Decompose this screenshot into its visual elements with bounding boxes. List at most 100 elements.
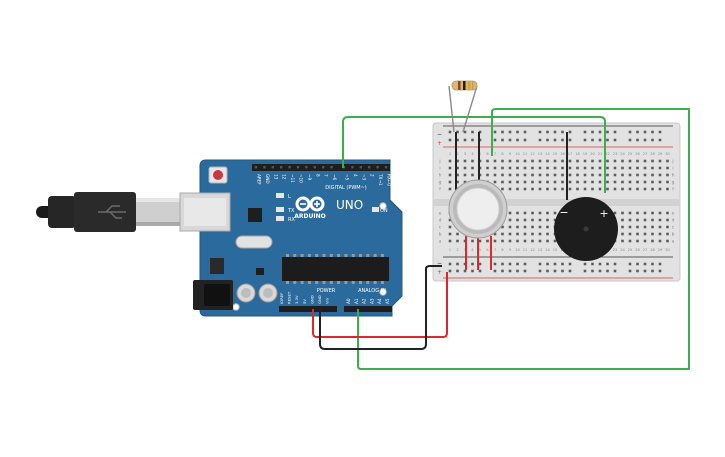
breadboard-hole[interactable] [628, 218, 632, 222]
breadboard-hole[interactable] [628, 173, 632, 177]
breadboard-hole[interactable] [598, 180, 602, 184]
rail-hole[interactable] [658, 269, 662, 273]
breadboard-hole[interactable] [651, 218, 654, 222]
breadboard-hole[interactable] [448, 180, 452, 184]
breadboard-hole[interactable] [456, 232, 459, 236]
piezo-buzzer[interactable]: − + [554, 197, 618, 261]
digital-pin[interactable] [330, 166, 333, 169]
breadboard-hole[interactable] [523, 225, 527, 229]
breadboard-hole[interactable] [456, 166, 459, 170]
breadboard-hole[interactable] [493, 166, 497, 170]
breadboard-hole[interactable] [658, 166, 662, 170]
breadboard-hole[interactable] [591, 187, 594, 191]
breadboard-hole[interactable] [621, 173, 624, 177]
usb-cable[interactable] [36, 192, 180, 232]
breadboard-hole[interactable] [636, 180, 639, 184]
breadboard-hole[interactable] [591, 166, 594, 170]
digital-pin[interactable] [359, 166, 362, 169]
rail-hole[interactable] [598, 262, 602, 266]
rail-hole[interactable] [553, 262, 557, 266]
breadboard-hole[interactable] [636, 173, 639, 177]
rail-hole[interactable] [643, 138, 647, 142]
breadboard-hole[interactable] [613, 173, 617, 177]
rail-hole[interactable] [448, 138, 452, 142]
rail-hole[interactable] [568, 262, 572, 266]
breadboard-hole[interactable] [456, 159, 459, 163]
rail-hole[interactable] [493, 262, 497, 266]
breadboard-hole[interactable] [598, 159, 602, 163]
breadboard-hole[interactable] [568, 180, 572, 184]
breadboard-hole[interactable] [508, 225, 512, 229]
rail-hole[interactable] [501, 262, 504, 266]
breadboard-hole[interactable] [553, 187, 557, 191]
breadboard-hole[interactable] [636, 166, 639, 170]
rail-hole[interactable] [538, 262, 542, 266]
breadboard-hole[interactable] [636, 232, 639, 236]
breadboard-hole[interactable] [448, 187, 452, 191]
breadboard-hole[interactable] [636, 187, 639, 191]
rail-hole[interactable] [516, 269, 519, 273]
rail-hole[interactable] [658, 262, 662, 266]
breadboard-hole[interactable] [516, 166, 519, 170]
rail-hole[interactable] [643, 262, 647, 266]
rail-hole[interactable] [508, 138, 512, 142]
breadboard-hole[interactable] [538, 218, 542, 222]
breadboard-hole[interactable] [546, 239, 549, 243]
breadboard-hole[interactable] [538, 225, 542, 229]
rail-hole[interactable] [448, 269, 452, 273]
rail-hole[interactable] [456, 138, 459, 142]
breadboard-hole[interactable] [553, 180, 557, 184]
breadboard-hole[interactable] [643, 218, 647, 222]
rail-hole[interactable] [538, 269, 542, 273]
breadboard-hole[interactable] [643, 225, 647, 229]
rail-hole[interactable] [636, 138, 639, 142]
breadboard-hole[interactable] [531, 225, 534, 229]
rail-hole[interactable] [493, 138, 497, 142]
rail-hole[interactable] [471, 130, 474, 134]
breadboard-hole[interactable] [501, 187, 504, 191]
rail-hole[interactable] [448, 262, 452, 266]
breadboard-hole[interactable] [523, 232, 527, 236]
rail-hole[interactable] [643, 269, 647, 273]
rail-hole[interactable] [516, 262, 519, 266]
rail-hole[interactable] [613, 262, 617, 266]
breadboard-hole[interactable] [628, 225, 632, 229]
rail-hole[interactable] [478, 262, 482, 266]
breadboard-hole[interactable] [448, 225, 452, 229]
breadboard-hole[interactable] [628, 211, 632, 215]
breadboard-hole[interactable] [546, 225, 549, 229]
breadboard-hole[interactable] [636, 159, 639, 163]
rail-hole[interactable] [478, 269, 482, 273]
rail-hole[interactable] [471, 138, 474, 142]
breadboard-hole[interactable] [546, 187, 549, 191]
digital-pin[interactable] [263, 166, 266, 169]
breadboard-hole[interactable] [621, 187, 624, 191]
breadboard-hole[interactable] [538, 211, 542, 215]
rail-hole[interactable] [628, 269, 632, 273]
breadboard-hole[interactable] [651, 225, 654, 229]
breadboard-hole[interactable] [553, 166, 557, 170]
rail-hole[interactable] [643, 130, 647, 134]
breadboard-hole[interactable] [666, 211, 669, 215]
breadboard-hole[interactable] [666, 239, 669, 243]
breadboard-hole[interactable] [456, 173, 459, 177]
breadboard-hole[interactable] [666, 225, 669, 229]
rail-hole[interactable] [658, 138, 662, 142]
breadboard-hole[interactable] [606, 166, 609, 170]
breadboard-hole[interactable] [553, 173, 557, 177]
green-wire[interactable] [342, 116, 452, 168]
breadboard-hole[interactable] [538, 180, 542, 184]
rail-hole[interactable] [606, 130, 609, 134]
breadboard-hole[interactable] [493, 239, 497, 243]
breadboard-hole[interactable] [561, 173, 564, 177]
breadboard-hole[interactable] [531, 187, 534, 191]
rail-hole[interactable] [651, 138, 654, 142]
breadboard-hole[interactable] [531, 166, 534, 170]
breadboard-hole[interactable] [651, 239, 654, 243]
rail-hole[interactable] [501, 138, 504, 142]
rail-hole[interactable] [546, 269, 549, 273]
rail-hole[interactable] [523, 269, 527, 273]
breadboard-hole[interactable] [546, 211, 549, 215]
breadboard-hole[interactable] [508, 218, 512, 222]
rail-hole[interactable] [501, 130, 504, 134]
